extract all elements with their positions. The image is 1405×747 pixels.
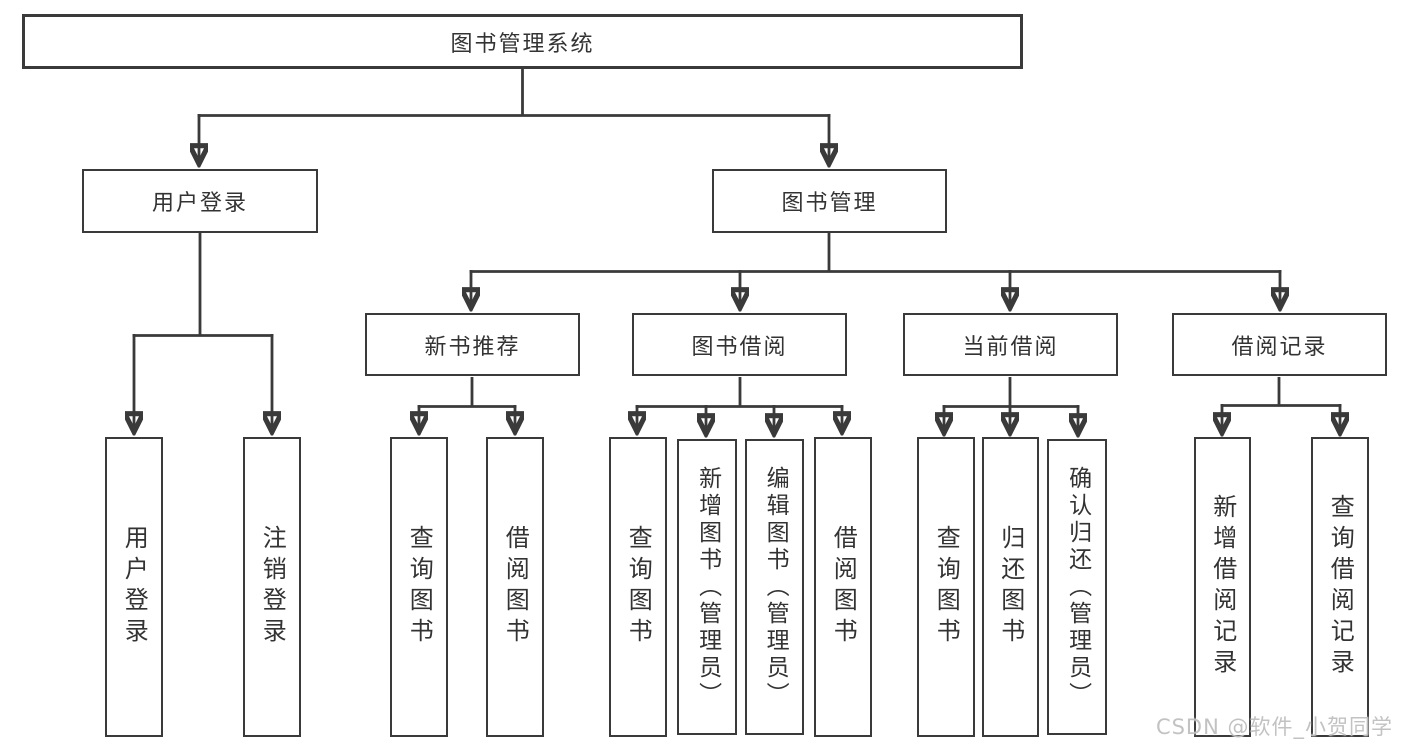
- leaf-bookborrow-query: 查询图书: [609, 437, 667, 737]
- node-root-label: 图书管理系统: [450, 31, 595, 57]
- leaf-records-add-label: 新增借阅记录: [1208, 494, 1237, 680]
- leaf-user-login: 用户登录: [105, 437, 163, 737]
- leaf-newbooks-borrow-label: 借阅图书: [501, 525, 530, 649]
- leaf-bookborrow-add-label: 新增图书（管理员）: [694, 465, 721, 709]
- leaf-logout-label: 注销登录: [258, 525, 287, 649]
- node-book-mgmt-label: 图书管理: [781, 191, 878, 216]
- leaf-records-add: 新增借阅记录: [1194, 437, 1251, 737]
- node-current-borrow: 当前借阅: [903, 313, 1118, 376]
- leaf-currentborrow-query: 查询图书: [917, 437, 975, 737]
- node-book-borrow-label: 图书借阅: [691, 334, 788, 360]
- leaf-newbooks-query: 查询图书: [390, 437, 448, 737]
- leaf-bookborrow-edit: 编辑图书（管理员）: [745, 439, 804, 735]
- leaf-currentborrow-return: 归还图书: [982, 437, 1039, 737]
- leaf-logout: 注销登录: [243, 437, 301, 737]
- node-user-login-label: 用户登录: [151, 191, 248, 216]
- node-root: 图书管理系统: [22, 14, 1023, 69]
- node-borrow-records-label: 借阅记录: [1231, 334, 1328, 360]
- node-user-login: 用户登录: [82, 169, 318, 233]
- node-new-books: 新书推荐: [365, 313, 580, 376]
- leaf-bookborrow-borrow-label: 借阅图书: [829, 525, 858, 649]
- leaf-user-login-label: 用户登录: [120, 525, 149, 649]
- csdn-watermark: CSDN @软件_小贺同学: [1155, 715, 1393, 739]
- leaf-bookborrow-borrow: 借阅图书: [814, 437, 872, 737]
- leaf-bookborrow-edit-label: 编辑图书（管理员）: [762, 465, 789, 709]
- leaf-newbooks-query-label: 查询图书: [405, 525, 434, 649]
- leaf-newbooks-borrow: 借阅图书: [486, 437, 544, 737]
- node-borrow-records: 借阅记录: [1172, 313, 1387, 376]
- leaf-bookborrow-query-label: 查询图书: [624, 525, 653, 649]
- node-book-mgmt: 图书管理: [712, 169, 947, 233]
- leaf-currentborrow-return-label: 归还图书: [996, 525, 1025, 649]
- node-current-borrow-label: 当前借阅: [962, 334, 1059, 360]
- leaf-currentborrow-query-label: 查询图书: [932, 525, 961, 649]
- leaf-records-query-label: 查询借阅记录: [1326, 494, 1355, 680]
- node-new-books-label: 新书推荐: [424, 334, 521, 360]
- leaf-currentborrow-confirm-label: 确认归还（管理员）: [1064, 465, 1091, 709]
- leaf-bookborrow-add: 新增图书（管理员）: [677, 439, 737, 735]
- node-book-borrow: 图书借阅: [632, 313, 847, 376]
- leaf-records-query: 查询借阅记录: [1311, 437, 1369, 737]
- leaf-currentborrow-confirm: 确认归还（管理员）: [1047, 439, 1107, 735]
